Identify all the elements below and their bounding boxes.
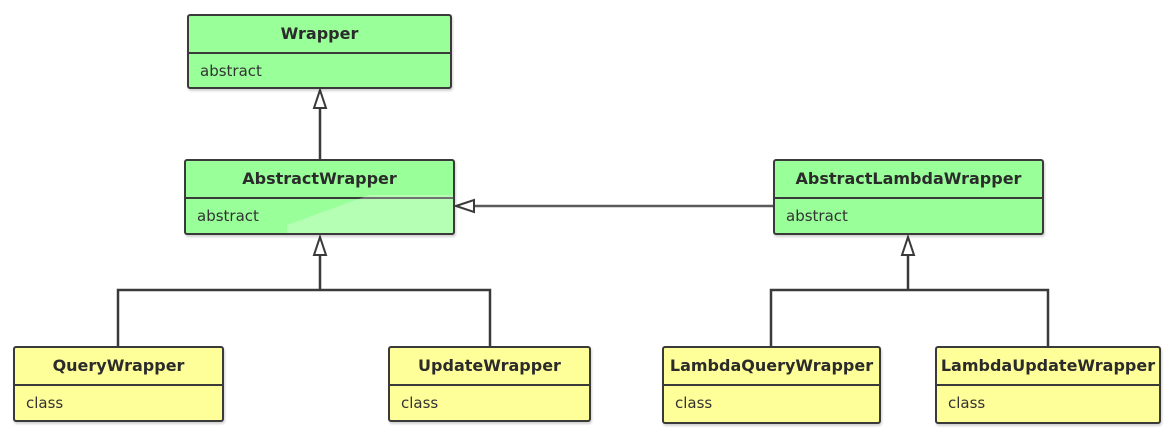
class-name: LambdaUpdateWrapper bbox=[937, 348, 1159, 386]
edge-lambdaupdatewrapper-to-abstractlambdawrapper bbox=[908, 288, 1050, 347]
arrowhead-abstractlambdawrapper-bottom bbox=[900, 233, 916, 256]
class-box-lambda-update-wrapper[interactable]: LambdaUpdateWrapper class bbox=[935, 346, 1161, 424]
arrowhead-abstractwrapper-bottom bbox=[312, 233, 328, 256]
class-name: AbstractLambdaWrapper bbox=[775, 161, 1042, 199]
class-name: Wrapper bbox=[189, 16, 450, 54]
class-box-abstract-wrapper[interactable]: AbstractWrapper abstract bbox=[184, 159, 455, 235]
class-stereotype: abstract bbox=[786, 207, 848, 225]
arrowhead-wrapper bbox=[312, 86, 328, 109]
arrowhead-abstractwrapper-side bbox=[452, 198, 475, 214]
edge-lambdaquerywrapper-to-abstractlambdawrapper bbox=[769, 288, 908, 347]
class-box-wrapper[interactable]: Wrapper abstract bbox=[187, 14, 452, 89]
class-box-update-wrapper[interactable]: UpdateWrapper class bbox=[388, 346, 591, 422]
class-stereotype: class bbox=[948, 394, 986, 412]
class-box-lambda-query-wrapper[interactable]: LambdaQueryWrapper class bbox=[662, 346, 881, 424]
class-stereotype: abstract bbox=[197, 207, 259, 225]
edge-querywrapper-to-abstractwrapper bbox=[116, 288, 320, 347]
class-name: LambdaQueryWrapper bbox=[664, 348, 879, 386]
edge-updatewrapper-to-abstractwrapper bbox=[320, 288, 492, 347]
class-stereotype: class bbox=[401, 394, 439, 412]
class-box-abstract-lambda-wrapper[interactable]: AbstractLambdaWrapper abstract bbox=[773, 159, 1044, 235]
class-stereotype: class bbox=[26, 394, 64, 412]
class-stereotype: abstract bbox=[200, 62, 262, 80]
class-name: UpdateWrapper bbox=[390, 348, 589, 386]
class-box-query-wrapper[interactable]: QueryWrapper class bbox=[13, 346, 224, 422]
class-name: AbstractWrapper bbox=[186, 161, 453, 199]
class-stereotype: class bbox=[675, 394, 713, 412]
class-name: QueryWrapper bbox=[15, 348, 222, 386]
